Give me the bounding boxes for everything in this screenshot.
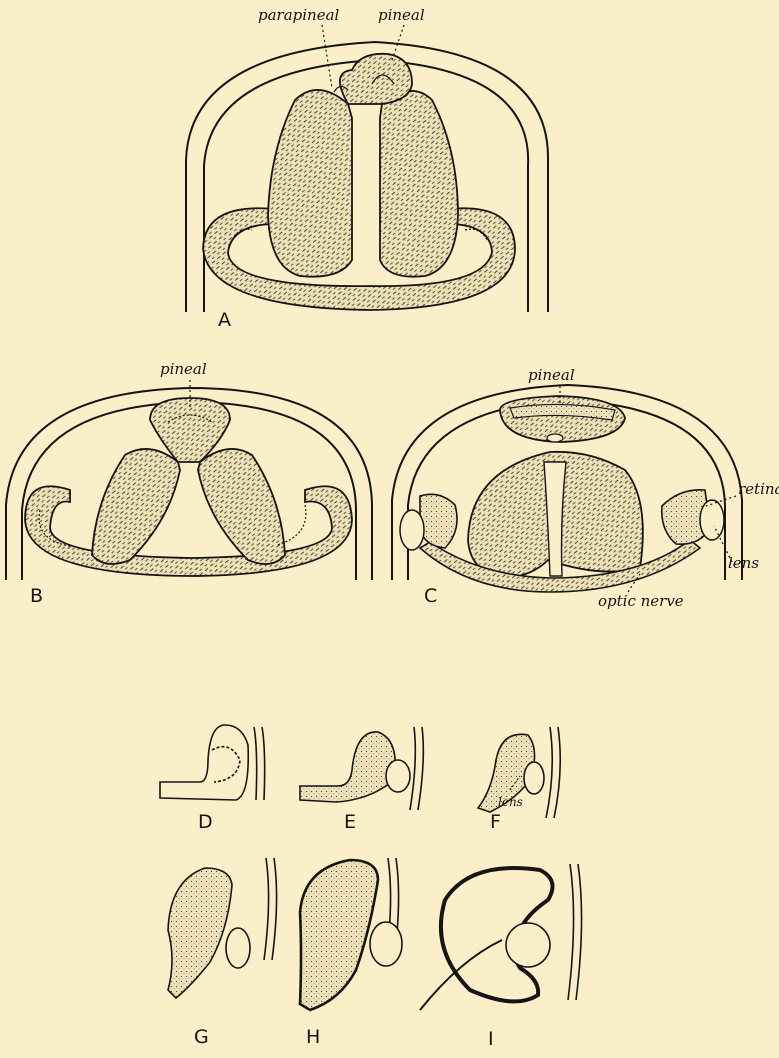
panel-g: G <box>168 858 277 1048</box>
label-lens-c: lens <box>728 554 759 572</box>
panel-e: E <box>300 727 423 833</box>
panel-letter-c: C <box>424 585 437 607</box>
label-pineal-b: pineal <box>160 360 207 378</box>
panel-letter-e: E <box>344 811 356 833</box>
panel-h: H <box>300 858 402 1048</box>
neural-floor-a <box>203 208 515 310</box>
panel-d: D <box>160 725 265 833</box>
brain-lobe-right-a <box>380 91 458 277</box>
panel-letter-b: B <box>30 585 43 607</box>
panel-letter-a: A <box>218 309 231 331</box>
brain-lobe-left-b <box>92 449 180 564</box>
panel-letter-g: G <box>194 1026 209 1048</box>
panel-b: pineal B <box>6 360 372 607</box>
panel-letter-f: F <box>490 811 501 833</box>
panel-c: pineal retina lens optic nerve C <box>392 366 779 610</box>
label-pineal-c: pineal <box>528 366 575 384</box>
neural-floor-b <box>25 486 352 576</box>
panel-i: I <box>420 864 582 1050</box>
panel-letter-d: D <box>198 811 213 833</box>
label-optic-nerve: optic nerve <box>598 592 684 610</box>
panel-f: lens F <box>478 727 560 833</box>
panel-letter-h: H <box>306 1026 320 1048</box>
lens-left-c <box>400 510 424 550</box>
parapineal-leader <box>322 25 332 88</box>
label-lens-f: lens <box>498 795 523 809</box>
eyecup-left-c <box>420 494 457 548</box>
panel-a: parapineal pineal A <box>186 6 548 331</box>
label-parapineal: parapineal <box>258 6 340 24</box>
label-retina: retina <box>738 480 779 498</box>
lens-right-c <box>700 500 724 540</box>
label-pineal-a: pineal <box>378 6 425 24</box>
panel-letter-i: I <box>488 1028 494 1050</box>
pineal-stalk-c <box>547 434 563 442</box>
brain-lobe-right-b <box>198 449 285 564</box>
brain-lobe-left-a <box>268 90 352 277</box>
